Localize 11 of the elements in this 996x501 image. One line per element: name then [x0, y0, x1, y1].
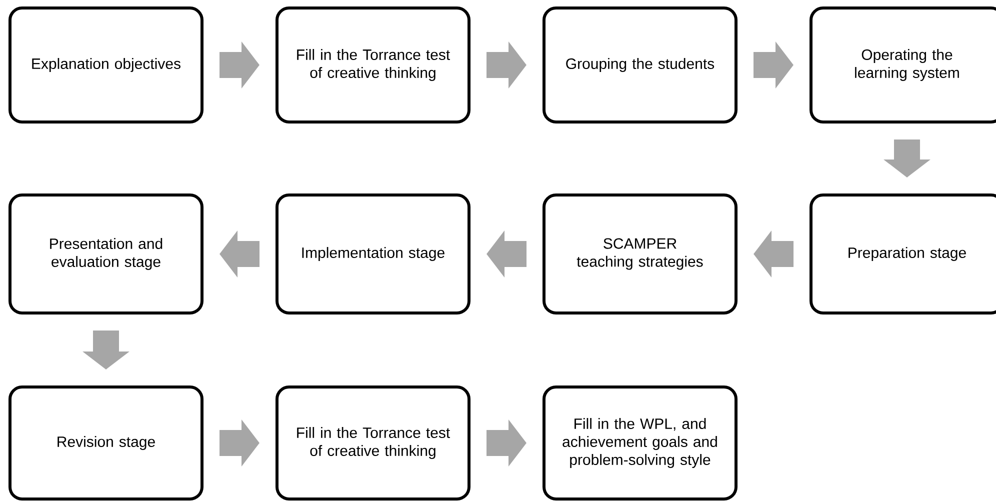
process-box: SCAMPER teaching strategies: [542, 194, 738, 314]
process-box: Presentation and evaluation stage: [8, 194, 204, 314]
process-box: Operating the learning system: [810, 6, 996, 124]
process-box: Implementation stage: [276, 194, 470, 314]
process-box: Fill in the Torrance test of creative thinking: [276, 386, 470, 500]
process-box: Grouping the students: [542, 6, 738, 124]
process-box: Explanation objectives: [8, 6, 204, 124]
process-box: Preparation stage: [810, 194, 996, 314]
process-box: Revision stage: [8, 386, 204, 500]
process-box: Fill in the WPL, and achievement goals and problem-solving style: [542, 386, 738, 500]
process-box: Fill in the Torrance test of creative thinking: [276, 6, 470, 124]
